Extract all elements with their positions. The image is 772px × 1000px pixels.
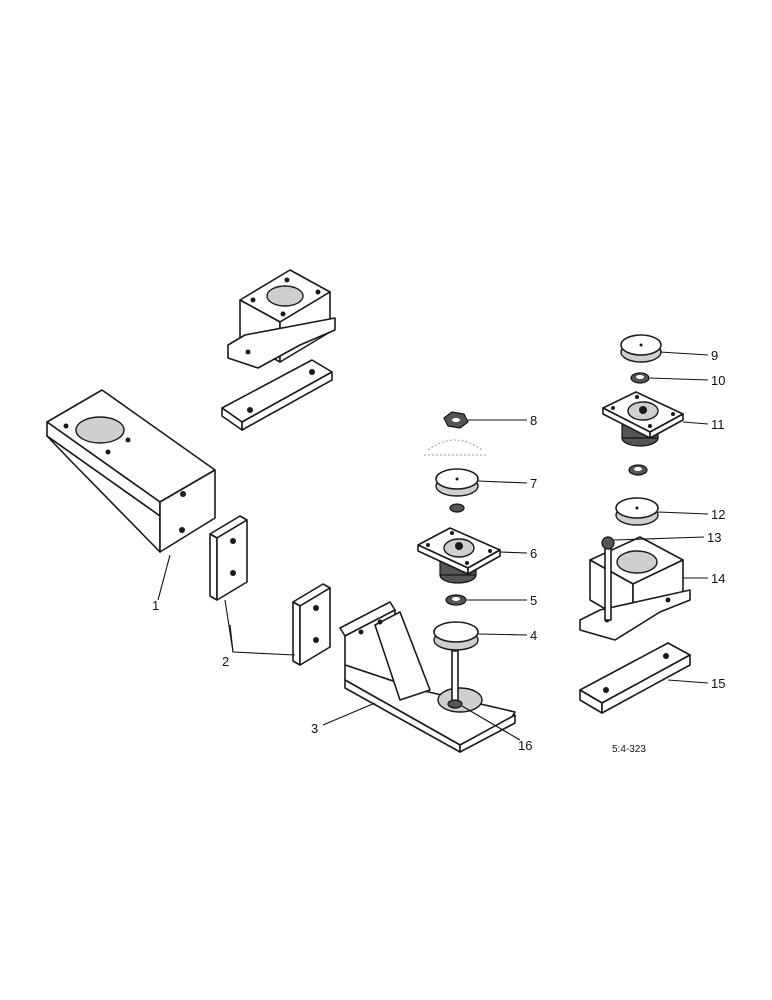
part-10-washer	[630, 372, 650, 384]
callout-10: 10	[711, 373, 725, 388]
part-2-spacer-plate-right	[292, 583, 331, 666]
part-15-base-plate	[579, 642, 691, 714]
callout-9: 9	[711, 348, 718, 363]
callout-11: 11	[711, 417, 725, 432]
part-11-washer	[628, 464, 648, 476]
part-11-mount-flange	[602, 391, 684, 447]
part-7-rubber-pad	[435, 468, 479, 513]
callout-2: 2	[222, 654, 229, 669]
part-13-bolt	[601, 536, 615, 621]
part-1-bracket	[46, 389, 216, 553]
callout-5: 5	[530, 593, 537, 608]
part-8-nut	[424, 411, 488, 456]
callout-4: 4	[530, 628, 537, 643]
part-5-washer	[445, 594, 467, 606]
part-2-spacer-plate-left	[209, 515, 248, 601]
top-bracket-plate	[221, 359, 333, 431]
part-3-lower-bracket	[339, 601, 516, 753]
part-6-mount-flange	[417, 527, 501, 584]
callout-14: 14	[711, 571, 725, 586]
reference-code: 5:4-323	[612, 744, 646, 755]
part-4-rubber-pad	[433, 621, 479, 651]
callout-7: 7	[530, 476, 537, 491]
leader-lines	[157, 351, 709, 741]
callout-8: 8	[530, 413, 537, 428]
callout-13: 13	[707, 530, 721, 545]
part-12-rubber-pad	[615, 497, 659, 526]
callout-6: 6	[530, 546, 537, 561]
callout-12: 12	[711, 507, 725, 522]
callout-16: 16	[518, 738, 532, 753]
callouts: 1 2 3 4 5 6 7 8 9 10 11 12 13 14 15 16 5…	[152, 348, 725, 755]
callout-15: 15	[711, 676, 725, 691]
callout-1: 1	[152, 598, 159, 613]
callout-3: 3	[311, 721, 318, 736]
part-14-mount-block	[579, 536, 691, 641]
part-9-rubber-pad	[620, 334, 662, 363]
top-bracket-block	[227, 269, 336, 369]
